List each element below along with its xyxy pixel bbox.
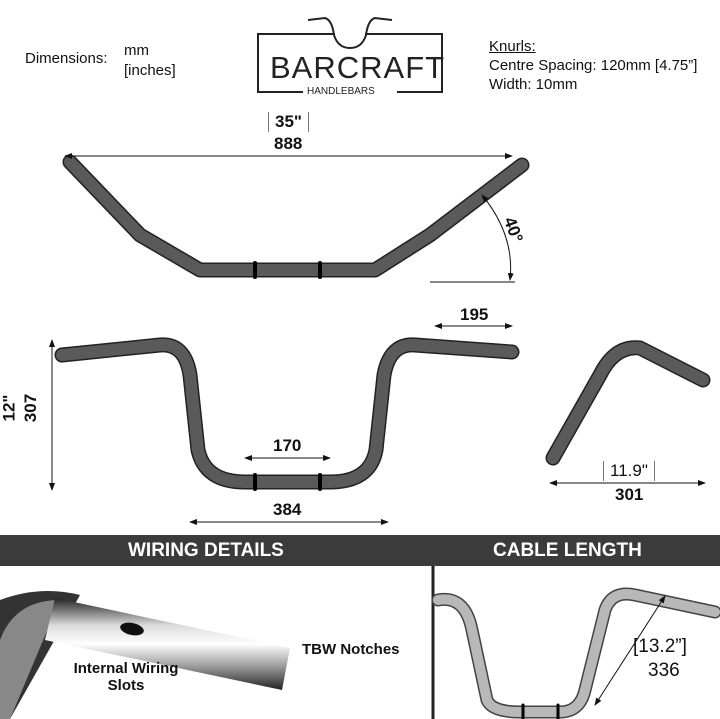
dimensions-label: Dimensions:: [25, 50, 108, 67]
cable-length-inches: [13.2”]: [633, 636, 687, 657]
top-width-inches: 35": [268, 112, 309, 132]
cable-length-heading: CABLE LENGTH: [493, 540, 642, 561]
section-header-band: WIRING DETAILS CABLE LENGTH: [0, 535, 720, 566]
wiring-details-heading: WIRING DETAILS: [128, 540, 284, 561]
front-center-mm: 170: [273, 436, 302, 455]
side-depth-mm: 301: [615, 485, 644, 504]
handlebar-front-view: [54, 337, 520, 491]
knurls-spacing: Centre Spacing: 120mm [4.75”]: [489, 57, 698, 74]
angle-arc: [481, 194, 514, 281]
knurls-width: Width: 10mm: [489, 76, 578, 93]
side-depth-inches: 11.9": [603, 461, 655, 481]
cable-length-mm: 336: [648, 660, 680, 681]
wiring-slots-label: Internal Wiring Slots: [68, 660, 184, 694]
front-grip-mm: 195: [460, 305, 489, 324]
logo-brand: BarCraft: [270, 50, 446, 85]
handlebar-top-view: [62, 154, 530, 279]
logo-mark: [257, 16, 443, 93]
front-base-mm: 384: [273, 500, 302, 519]
front-height-mm: 307: [21, 393, 41, 423]
wiring-slots-line2: Slots: [107, 677, 145, 694]
front-height-inches: 12": [0, 394, 19, 422]
handlebar-side-view: [545, 340, 711, 466]
logo-subtitle: HANDLEBARS: [307, 86, 375, 97]
wiring-photo: [0, 591, 290, 719]
unit-inches: [inches]: [124, 62, 176, 79]
unit-mm: mm: [124, 42, 149, 59]
top-width-mm: 888: [274, 134, 303, 153]
knurls-title: Knurls:: [489, 38, 536, 55]
wiring-slots-line1: Internal Wiring: [73, 660, 179, 677]
dimension-line-cable: [594, 595, 666, 706]
tbw-notches-label: TBW Notches: [302, 641, 400, 658]
